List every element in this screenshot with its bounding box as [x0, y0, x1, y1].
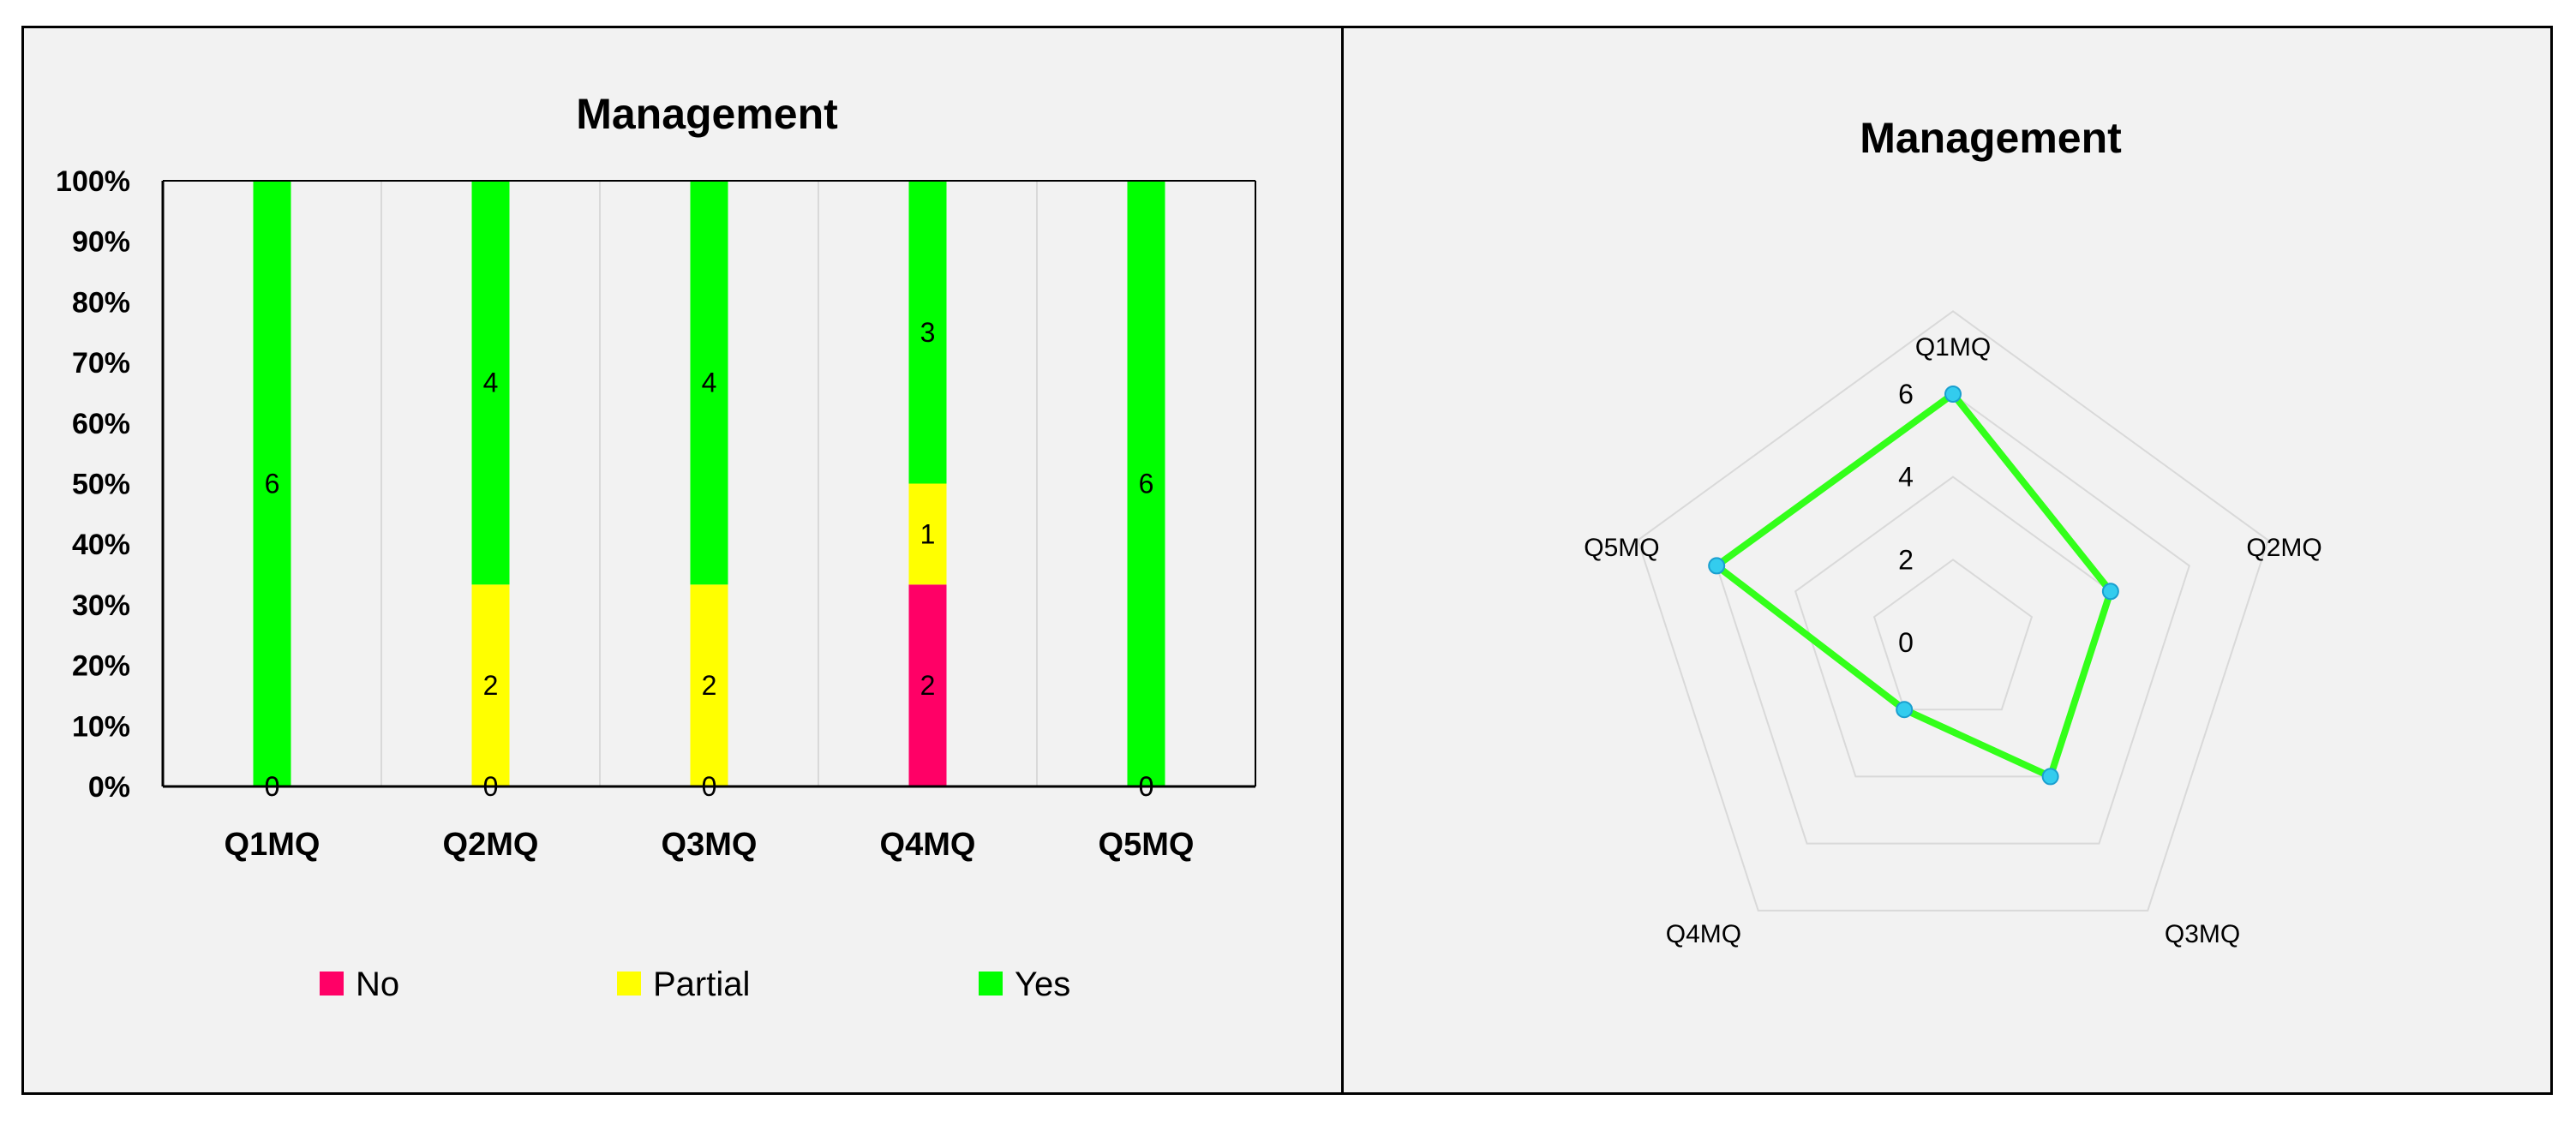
- radar-category-label: Q4MQ: [1666, 920, 1741, 948]
- bar-ytick-label: 30%: [72, 589, 130, 622]
- bar-segment: [471, 181, 510, 585]
- bar-ytick-label: 80%: [72, 286, 130, 319]
- bar-data-label: 2: [483, 670, 499, 701]
- legend-swatch-yes: [979, 972, 1003, 995]
- bar-segment: [690, 584, 728, 786]
- legend-label-yes: Yes: [1015, 966, 1070, 1003]
- bar-ytick-label: 20%: [72, 650, 130, 683]
- bar-ytick-label: 100%: [56, 165, 130, 198]
- bar-data-label: 4: [702, 368, 717, 398]
- radar-rtick-label: 4: [1898, 462, 1914, 493]
- radar-data-point: [2041, 768, 2059, 786]
- radar-chart-title: Management: [1860, 114, 2122, 162]
- bar-xtick-label: Q3MQ: [662, 827, 758, 863]
- radar-category-label: Q3MQ: [2165, 920, 2240, 948]
- bar-data-label: 4: [483, 368, 499, 398]
- radar-chart: Management 0 2 4 6 Q1MQ Q2MQ Q3MQ Q4MQ Q5MQ: [1584, 114, 2321, 948]
- legend-swatch-partial: [617, 972, 641, 995]
- bar-segment: [908, 584, 947, 786]
- bar-legend: No Partial Yes: [320, 966, 1070, 1003]
- bar-segment: [908, 181, 947, 484]
- bar-data-label: 1: [920, 518, 936, 549]
- bar-ytick-label: 50%: [72, 469, 130, 501]
- bar-data-label: 3: [920, 317, 936, 348]
- bar-xtick-label: Q2MQ: [443, 827, 539, 863]
- radar-category-label: Q5MQ: [1584, 534, 1659, 562]
- bar-data-label: 2: [920, 670, 936, 701]
- radar-gridline: [1872, 559, 2034, 711]
- radar-data-point: [1896, 701, 1914, 719]
- radar-rtick-label: 6: [1898, 379, 1914, 410]
- chart-panel-frame: [21, 26, 2553, 1095]
- radar-rtick-label: 2: [1898, 544, 1914, 575]
- bar-data-label: 6: [1139, 469, 1154, 499]
- bar-data-label: 6: [265, 469, 280, 499]
- radar-gridline: [1637, 310, 2269, 912]
- radar-category-label: Q1MQ: [1915, 333, 1991, 362]
- stacked-bar-chart: Management 0% 10% 20% 30% 40% 50% 60% 70% 80% 90%…: [56, 90, 1256, 1003]
- bar-segment: [908, 483, 947, 585]
- radar-data-point: [1708, 557, 1726, 575]
- legend-label-no: No: [356, 966, 399, 1003]
- bar-segment: [1127, 181, 1165, 786]
- bar-ytick-label: 10%: [72, 710, 130, 743]
- radar-rtick-label: 0: [1898, 627, 1914, 658]
- panel-divider: [1341, 26, 1344, 1095]
- bar-ytick-label: 60%: [72, 408, 130, 440]
- radar-series-line: [1710, 389, 2115, 781]
- radar-data-point: [2101, 583, 2119, 601]
- bar-xtick-label: Q4MQ: [880, 827, 976, 863]
- bar-ytick-label: 70%: [72, 347, 130, 380]
- bar-ytick-label: 90%: [72, 226, 130, 259]
- bar-data-label: 2: [702, 670, 717, 701]
- bar-xtick-label: Q1MQ: [225, 827, 321, 863]
- bar-segment: [471, 584, 510, 786]
- bar-segment: [690, 181, 728, 585]
- legend-label-partial: Partial: [653, 966, 750, 1003]
- radar-category-label: Q2MQ: [2246, 534, 2321, 562]
- bar-chart-title: Management: [576, 90, 838, 138]
- radar-data-point: [1944, 386, 1962, 403]
- bar-ytick-label: 0%: [88, 771, 130, 804]
- radar-gridline: [1794, 475, 2112, 778]
- legend-swatch-no: [320, 972, 344, 995]
- bar-ytick-label: 40%: [72, 529, 130, 561]
- bar-xtick-label: Q5MQ: [1099, 827, 1195, 863]
- bar-segment: [253, 181, 291, 786]
